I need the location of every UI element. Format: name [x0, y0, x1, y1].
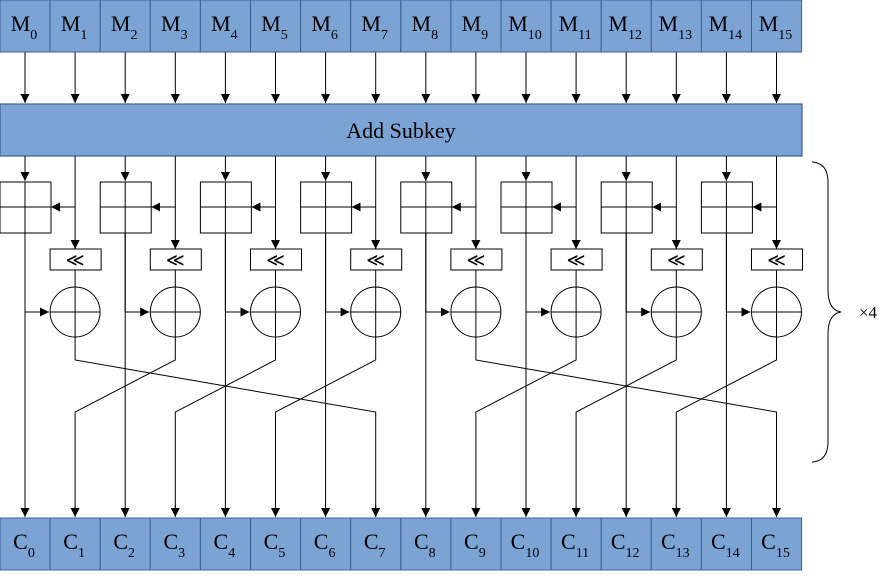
output-cell	[700, 517, 753, 571]
input-label: M11	[559, 11, 592, 43]
input-cell	[250, 0, 302, 53]
output-cell	[550, 517, 602, 571]
output-cell	[0, 517, 51, 571]
output-label: C13	[661, 529, 690, 561]
output-cell	[49, 517, 101, 571]
output-cell	[751, 517, 803, 571]
output-cell	[500, 517, 552, 571]
output-label: C7	[364, 529, 386, 561]
rotate-symbol: ≪	[567, 250, 586, 270]
input-label: M15	[759, 11, 793, 43]
rotate-symbol: ≪	[667, 250, 686, 270]
input-cell	[751, 0, 803, 53]
input-label: M2	[111, 11, 138, 43]
input-label: M7	[361, 11, 388, 43]
output-label: C14	[711, 529, 740, 561]
rotate-symbol: ≪	[466, 250, 485, 270]
arx-unit: ≪	[300, 156, 403, 338]
rotate-box	[49, 248, 102, 271]
output-cell	[99, 517, 151, 571]
crossing-wire	[74, 337, 377, 510]
input-label: M10	[508, 11, 542, 43]
output-label: C8	[414, 529, 436, 561]
arx-unit: ≪	[500, 156, 603, 338]
input-label: M13	[659, 11, 693, 43]
input-cell	[600, 0, 652, 53]
round-units: ≪ ≪ ≪ ≪ ≪ ≪ ≪ ≪	[0, 156, 803, 338]
arx-unit: ≪	[199, 156, 302, 338]
input-label: M14	[709, 11, 743, 43]
arx-unit: ≪	[400, 156, 503, 338]
rotate-symbol: ≪	[66, 250, 85, 270]
output-cell	[199, 517, 251, 571]
arx-unit: ≪	[700, 156, 803, 338]
crossing-wire	[475, 337, 777, 510]
rotate-box	[751, 248, 803, 271]
output-cell	[250, 517, 302, 571]
input-cell	[400, 0, 452, 53]
arx-unit: ≪	[600, 156, 703, 338]
rotate-symbol: ≪	[266, 250, 285, 270]
input-cell	[450, 0, 502, 53]
input-cell	[0, 0, 51, 53]
input-cell	[300, 0, 352, 53]
input-label: M8	[412, 11, 439, 43]
output-label: C0	[13, 529, 35, 561]
input-cell	[99, 0, 151, 53]
output-label: C6	[314, 529, 336, 561]
input-label: M4	[211, 11, 238, 43]
output-label: C1	[63, 529, 85, 561]
output-row: C0 C1 C2 C3 C4 C5 C6 C7 C8 C9 C10 C11 C12 C13 C14 C15	[0, 517, 803, 571]
output-label: C12	[611, 529, 640, 561]
output-label: C10	[511, 529, 540, 561]
input-label: M5	[261, 11, 288, 43]
output-cell	[149, 517, 201, 571]
input-label: M3	[161, 11, 188, 43]
input-cell	[500, 0, 552, 53]
rotate-box	[250, 248, 302, 271]
round-brace	[811, 161, 842, 463]
rotate-box	[650, 248, 703, 271]
input-label: M0	[11, 11, 38, 43]
rotate-symbol: ≪	[166, 250, 185, 270]
rotate-box	[450, 248, 503, 271]
output-label: C4	[214, 529, 236, 561]
rotate-box	[350, 248, 403, 271]
output-label: C9	[464, 529, 486, 561]
output-cell	[600, 517, 652, 571]
output-label: C15	[761, 529, 790, 561]
add-subkey-label: Add Subkey	[346, 118, 455, 143]
input-label: M6	[311, 11, 338, 43]
rotate-box	[550, 248, 603, 271]
arx-unit: ≪	[99, 156, 202, 338]
input-label: M1	[61, 11, 88, 43]
input-cell	[700, 0, 753, 53]
input-label: M9	[462, 11, 489, 43]
permutation-crossings	[20, 232, 781, 517]
rotate-box	[149, 248, 202, 271]
input-cell	[350, 0, 402, 53]
add-subkey-bar	[0, 103, 803, 157]
input-row: M0 M1 M2 M3 M4 M5 M6 M7 M8 M9 M10 M11 M12 M13 M14 M15	[0, 0, 803, 53]
output-cell	[450, 517, 502, 571]
output-label: C11	[561, 529, 589, 561]
arx-unit: ≪	[0, 156, 102, 338]
rotate-symbol: ≪	[366, 250, 385, 270]
repeat-label: ×4	[859, 303, 878, 322]
rotate-symbol: ≪	[767, 250, 786, 270]
output-cell	[400, 517, 452, 571]
input-cell	[49, 0, 101, 53]
output-cell	[650, 517, 702, 571]
input-cell	[149, 0, 201, 53]
output-cell	[300, 517, 352, 571]
output-label: C3	[163, 529, 185, 561]
output-label: C2	[113, 529, 135, 561]
input-label: M12	[608, 11, 642, 43]
output-label: C5	[264, 529, 286, 561]
wires	[20, 52, 781, 103]
